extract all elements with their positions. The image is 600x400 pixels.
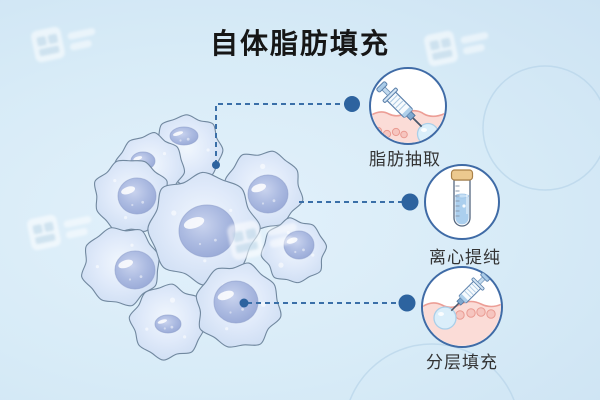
- decorative-arc: [349, 343, 515, 400]
- watermark-badge: [227, 220, 297, 260]
- connector-end-dot-3: [398, 294, 416, 312]
- decorative-arc: [482, 65, 600, 191]
- test-tube-icon: [450, 169, 474, 227]
- step-label-fat-extraction: 脂肪抽取: [369, 150, 441, 169]
- fat-cell: [128, 283, 206, 361]
- step-label-centrifuge-purify: 离心提纯: [429, 248, 501, 267]
- connector-end-dot-1: [344, 96, 360, 112]
- watermark-badge: [27, 214, 92, 251]
- connector-end-dot-2: [401, 193, 419, 211]
- tube-cork-cap: [450, 169, 474, 181]
- fat-cell: [81, 227, 160, 307]
- connector-anchor-dot-1: [212, 161, 220, 169]
- connector-anchor-dot-3: [239, 298, 249, 308]
- fat-cell: [93, 159, 168, 233]
- page-title: 自体脂肪填充: [209, 28, 390, 59]
- fat-cell-cluster: [81, 114, 328, 361]
- skin-illustration: [371, 109, 445, 143]
- watermark-badge: [31, 26, 96, 63]
- watermark-badge: [424, 30, 489, 67]
- layered-filling-syringe-icon: [421, 266, 503, 348]
- fat-cell: [195, 262, 282, 348]
- watermark-layer: [27, 26, 489, 251]
- connector-lines: [212, 96, 419, 312]
- connector-line-1: [215, 103, 352, 165]
- centrifuge-test-tube-icon: [424, 164, 500, 240]
- fat-cell: [147, 171, 261, 286]
- step-label-layered-filling: 分层填充: [426, 353, 498, 372]
- skin-illustration: [423, 300, 501, 346]
- fat-extraction-syringe-icon: [369, 67, 447, 145]
